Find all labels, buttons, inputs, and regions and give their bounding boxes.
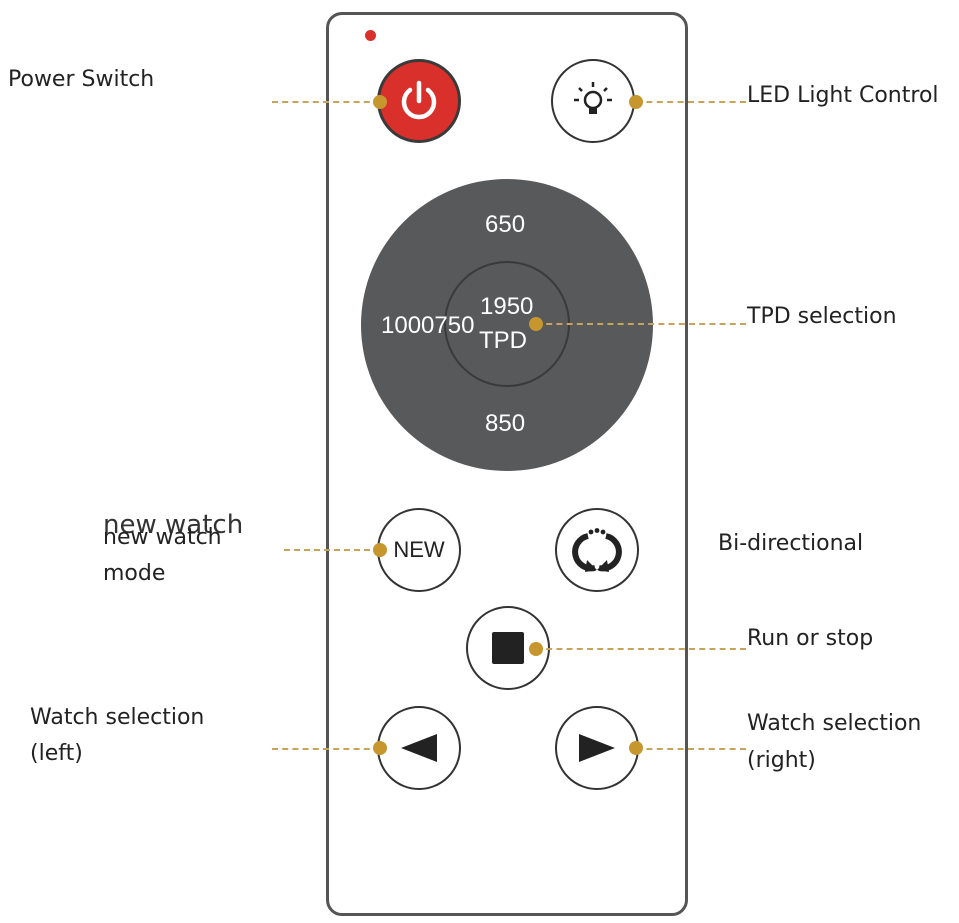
leader-led: [636, 101, 746, 103]
new-watch-button[interactable]: NEW: [377, 508, 461, 592]
dial-value-bottom: 850: [485, 410, 526, 437]
callout-watch-right-line1: Watch selection: [747, 711, 922, 736]
dial-value-center: 1950: [480, 293, 534, 320]
leader-dot-watch-right: [629, 741, 643, 755]
led-light-button[interactable]: [551, 59, 635, 143]
callout-watch-left-line1: Watch selection: [30, 705, 205, 730]
rotate-arrows-icon: [572, 528, 622, 572]
leader-power: [272, 101, 380, 103]
callout-led-light-control: LED Light Control: [747, 83, 939, 108]
callout-new-watch-line2: mode: [103, 561, 166, 586]
bidirectional-button[interactable]: [555, 508, 639, 592]
leader-dot-tpd: [529, 317, 543, 331]
dial-value-left: 1000750: [381, 312, 475, 339]
status-indicator-light: [365, 30, 376, 41]
leader-watch-left: [272, 748, 380, 750]
leader-dot-watch-left: [373, 741, 387, 755]
callout-watch-left-line2: (left): [30, 741, 83, 766]
dial-center-label: TPD: [479, 327, 527, 354]
callout-watch-right-line2: (right): [747, 748, 816, 773]
callout-new-watch-overlay: new watch: [103, 510, 244, 540]
leader-new: [284, 549, 380, 551]
callout-run-or-stop: Run or stop: [747, 626, 874, 651]
callout-tpd-selection: TPD selection: [747, 304, 897, 329]
callout-power-switch: Power Switch: [8, 67, 155, 92]
triangle-left-icon: [401, 734, 437, 762]
power-button[interactable]: [377, 59, 461, 143]
lightbulb-icon: [574, 82, 612, 114]
watch-left-button[interactable]: [377, 706, 461, 790]
leader-tpd: [536, 323, 746, 325]
new-button-label: NEW: [393, 537, 445, 562]
leader-run-stop: [536, 648, 746, 650]
callout-new-watch-line1: new watch: [103, 525, 222, 550]
leader-dot-new: [373, 543, 387, 557]
callout-bidirectional: Bi-directional: [718, 531, 864, 556]
triangle-right-icon: [579, 734, 615, 762]
leader-dot-power: [373, 95, 387, 109]
stop-square-icon: [492, 632, 524, 664]
dial-value-top: 650: [485, 211, 526, 238]
leader-dot-run-stop: [529, 642, 543, 656]
leader-dot-led: [629, 95, 643, 109]
watch-right-button[interactable]: [555, 706, 639, 790]
leader-watch-right: [636, 748, 746, 750]
power-icon: [401, 80, 437, 120]
